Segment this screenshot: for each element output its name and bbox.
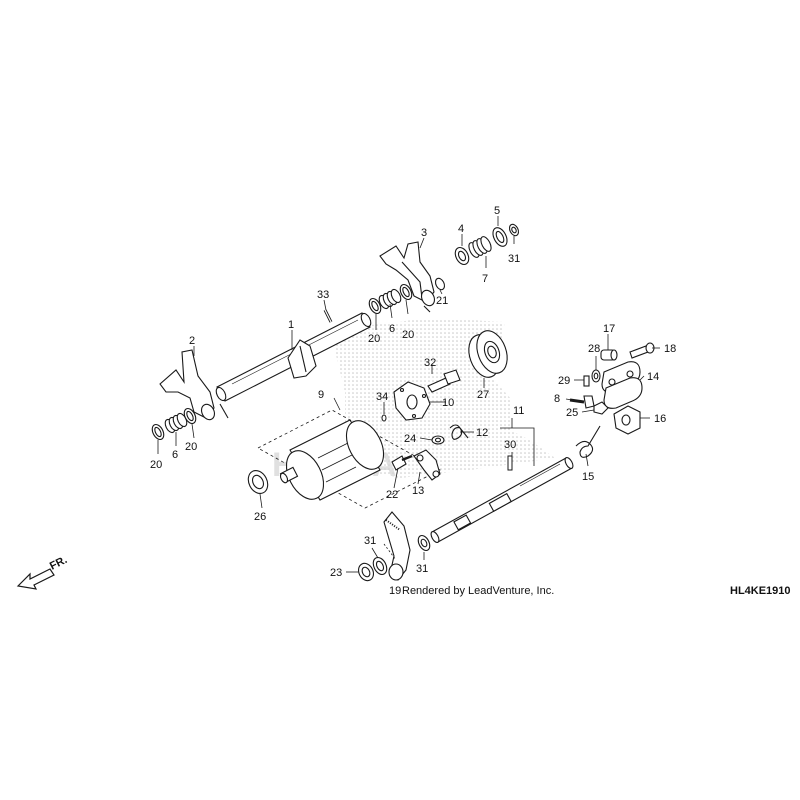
shaft-fork-collar[interactable] — [287, 339, 317, 379]
bolt-18[interactable] — [629, 342, 655, 359]
washer-28[interactable] — [591, 369, 601, 383]
part-label-7: 7 — [482, 273, 488, 285]
shift-arm-19[interactable] — [383, 511, 411, 581]
shift-drum[interactable] — [279, 415, 391, 506]
part-label-16: 16 — [654, 413, 666, 425]
part-label-8: 8 — [554, 393, 560, 405]
bushing-31-lower-right[interactable] — [416, 534, 432, 553]
collar-24[interactable] — [431, 435, 445, 445]
gearshift-spindle[interactable] — [429, 456, 574, 543]
bolt-22[interactable] — [391, 454, 413, 471]
part-label-6a: 6 — [172, 449, 178, 461]
part-label-10: 10 — [442, 397, 454, 409]
part-label-23: 23 — [330, 567, 342, 579]
part-label-11: 11 — [513, 405, 524, 417]
part-label-27: 27 — [477, 389, 489, 401]
part-label-18: 18 — [664, 343, 676, 355]
part-label-14: 14 — [647, 371, 659, 383]
washer-23[interactable] — [356, 561, 377, 583]
right-spring-group[interactable] — [453, 223, 521, 267]
shift-fork-left[interactable] — [159, 349, 229, 422]
part-label-17: 17 — [603, 323, 615, 335]
part-label-6b: 6 — [389, 323, 395, 335]
part-label-3: 3 — [421, 227, 427, 239]
part-label-1: 1 — [288, 319, 294, 331]
bushing-31-lower-left[interactable] — [371, 555, 390, 576]
part-label-24: 24 — [404, 433, 416, 445]
washer-26[interactable] — [245, 467, 272, 497]
pin-29[interactable] — [583, 375, 590, 387]
part-label-31c: 31 — [416, 563, 428, 575]
dowel-pin-34[interactable] — [381, 414, 387, 422]
part-label-20b: 20 — [185, 441, 197, 453]
diagram-code: HL4KE1910 — [730, 585, 791, 597]
front-direction-arrow: FR. — [16, 554, 69, 590]
front-label: FR. — [48, 554, 69, 573]
link-plate-14[interactable] — [601, 361, 643, 409]
upper-spring-group[interactable] — [367, 283, 414, 316]
part-label-21: 21 — [436, 295, 448, 307]
part-label-19: 19 — [389, 585, 401, 597]
leader-lines — [157, 216, 660, 573]
bearing-27[interactable] — [463, 327, 512, 382]
part-label-33: 33 — [317, 289, 329, 301]
spindle-spring-15[interactable] — [575, 425, 601, 458]
return-spring-12[interactable] — [449, 424, 469, 440]
part-label-20c: 20 — [368, 333, 380, 345]
part-label-13: 13 — [412, 485, 424, 497]
part-label-26: 26 — [254, 511, 266, 523]
part-label-32: 32 — [424, 357, 436, 369]
nut-25[interactable] — [593, 401, 609, 415]
part-label-4: 4 — [458, 223, 464, 235]
part-label-31b: 31 — [364, 535, 376, 547]
arrow-icon — [16, 568, 55, 590]
left-spring-group[interactable] — [150, 407, 198, 442]
part-label-22: 22 — [386, 489, 398, 501]
part-label-25: 25 — [566, 407, 578, 419]
spring-pin[interactable] — [323, 309, 333, 323]
pin-30[interactable] — [507, 455, 513, 471]
joint-16[interactable] — [613, 405, 641, 435]
part-label-5: 5 — [494, 205, 500, 217]
credit-text: Rendered by LeadVenture, Inc. — [402, 585, 554, 597]
part-label-34: 34 — [376, 391, 388, 403]
bolt-32[interactable] — [427, 369, 461, 393]
part-label-20a: 20 — [150, 459, 162, 471]
part-label-9: 9 — [318, 389, 324, 401]
part-label-28: 28 — [588, 343, 600, 355]
part-labels: 1 2 3 4 5 6 6 7 8 9 10 11 12 13 14 15 16… — [150, 205, 676, 597]
stopper-arm[interactable] — [413, 449, 441, 481]
part-label-20d: 20 — [402, 329, 414, 341]
part-label-15: 15 — [582, 471, 594, 483]
collar-17[interactable] — [600, 349, 618, 361]
part-label-31a: 31 — [508, 253, 520, 265]
drum-center-plate[interactable] — [393, 381, 431, 421]
clip-21[interactable] — [434, 277, 447, 291]
part-label-12: 12 — [476, 427, 488, 439]
part-label-30: 30 — [504, 439, 516, 451]
shift-fork-upper[interactable] — [379, 241, 437, 313]
part-label-2: 2 — [189, 335, 195, 347]
part-label-29: 29 — [558, 375, 570, 387]
